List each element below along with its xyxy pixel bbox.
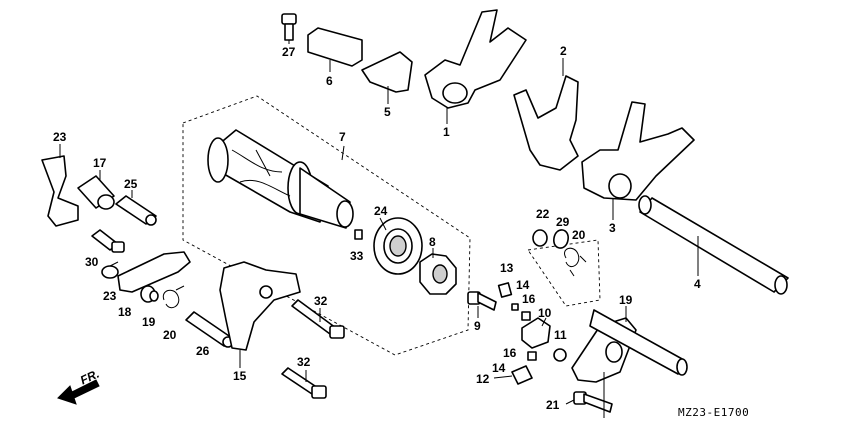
callout-4: 4	[694, 277, 701, 291]
callout-15: 15	[233, 369, 247, 383]
callout-26: 23	[103, 289, 117, 303]
bolt-part-29	[281, 13, 297, 41]
callout-16-lower: 16	[503, 346, 517, 360]
callout-18: 18	[118, 305, 132, 319]
callout-31: 30	[85, 255, 99, 269]
callout-29: 27	[282, 45, 296, 59]
nut-part-11	[553, 348, 567, 362]
callout-25: 22	[536, 207, 550, 221]
bolt-part-32a	[291, 299, 345, 339]
guide-part-10	[521, 317, 551, 349]
callout-8: 8	[429, 235, 436, 249]
shift-fork-part-3	[581, 101, 695, 201]
callout-6: 6	[326, 74, 333, 88]
callout-3: 3	[609, 221, 616, 235]
roller-part-19	[140, 285, 159, 303]
stopper-part-12	[511, 365, 533, 385]
callout-28-lower: 26	[196, 344, 210, 358]
callout-13: 13	[500, 261, 514, 275]
callout-12: 12	[476, 372, 490, 386]
plate-hole-part-15	[259, 285, 273, 299]
callout-19: 19	[142, 315, 156, 329]
spring-group-outline	[527, 239, 601, 307]
rod-part-28a	[115, 195, 157, 226]
callout-16-upper: 16	[522, 292, 536, 306]
diagram-code: MZ23-E1700	[678, 406, 750, 419]
callout-33: 33	[350, 249, 364, 263]
shift-fork-part-1	[424, 9, 527, 109]
pin-part-16b	[527, 351, 537, 361]
callout-22: 20	[572, 228, 586, 242]
plate-part-24	[41, 155, 79, 227]
front-direction-arrow-icon	[57, 379, 100, 405]
stopper-part-13	[497, 282, 513, 298]
shift-drum-part-7	[207, 129, 354, 229]
callout-28-upper: 25	[124, 177, 138, 191]
callout-20: 20	[163, 328, 177, 342]
star-plate-hub-part-8	[432, 264, 448, 284]
leader-lines	[59, 40, 699, 418]
collar-part-17	[77, 175, 115, 210]
callout-27: 24	[374, 204, 388, 218]
spring-part-20	[162, 285, 185, 309]
bolt-part-31	[91, 229, 125, 253]
washer-part-26	[101, 265, 119, 279]
callout-17: 17	[93, 156, 107, 170]
fork-shaft-part-4	[638, 195, 789, 295]
callout-32-lower: 32	[297, 355, 311, 369]
bolt-part-32b	[281, 367, 327, 399]
drum-group-outline	[182, 95, 471, 356]
pin-part-33	[354, 229, 363, 240]
callout-21: 19	[619, 293, 633, 307]
callout-30: 29	[556, 215, 570, 229]
plate-part-6	[307, 27, 363, 67]
callout-7: 7	[339, 130, 346, 144]
callout-14-lower: 14	[492, 361, 506, 375]
callout-11: 11	[554, 328, 567, 342]
shift-fork-part-2	[513, 75, 579, 171]
callout-1: 1	[443, 125, 450, 139]
bearing-part-27	[373, 217, 423, 275]
bracket-part-5	[361, 51, 413, 93]
fork-boss-part-3	[608, 173, 632, 199]
spring-part-14a	[511, 303, 519, 311]
callout-14-upper: 14	[516, 278, 530, 292]
pin-part-16a	[521, 311, 531, 321]
spring-part-30	[553, 229, 569, 249]
callout-9: 9	[474, 319, 481, 333]
shift-spindle-part-21	[571, 309, 688, 383]
callout-5: 5	[384, 105, 391, 119]
plate-part-15	[219, 261, 301, 351]
bolt-part-23	[573, 391, 613, 413]
spring-part-22	[564, 247, 587, 277]
callout-24: 23	[53, 130, 67, 144]
bolt-part-9	[467, 291, 497, 311]
fork-boss-part-1	[442, 82, 468, 104]
arm-part-18	[117, 251, 191, 293]
callout-2: 2	[560, 44, 567, 58]
callout-23: 21	[546, 398, 560, 412]
callout-10: 10	[538, 306, 552, 320]
callout-32-upper: 32	[314, 294, 328, 308]
washer-part-25	[532, 229, 548, 247]
